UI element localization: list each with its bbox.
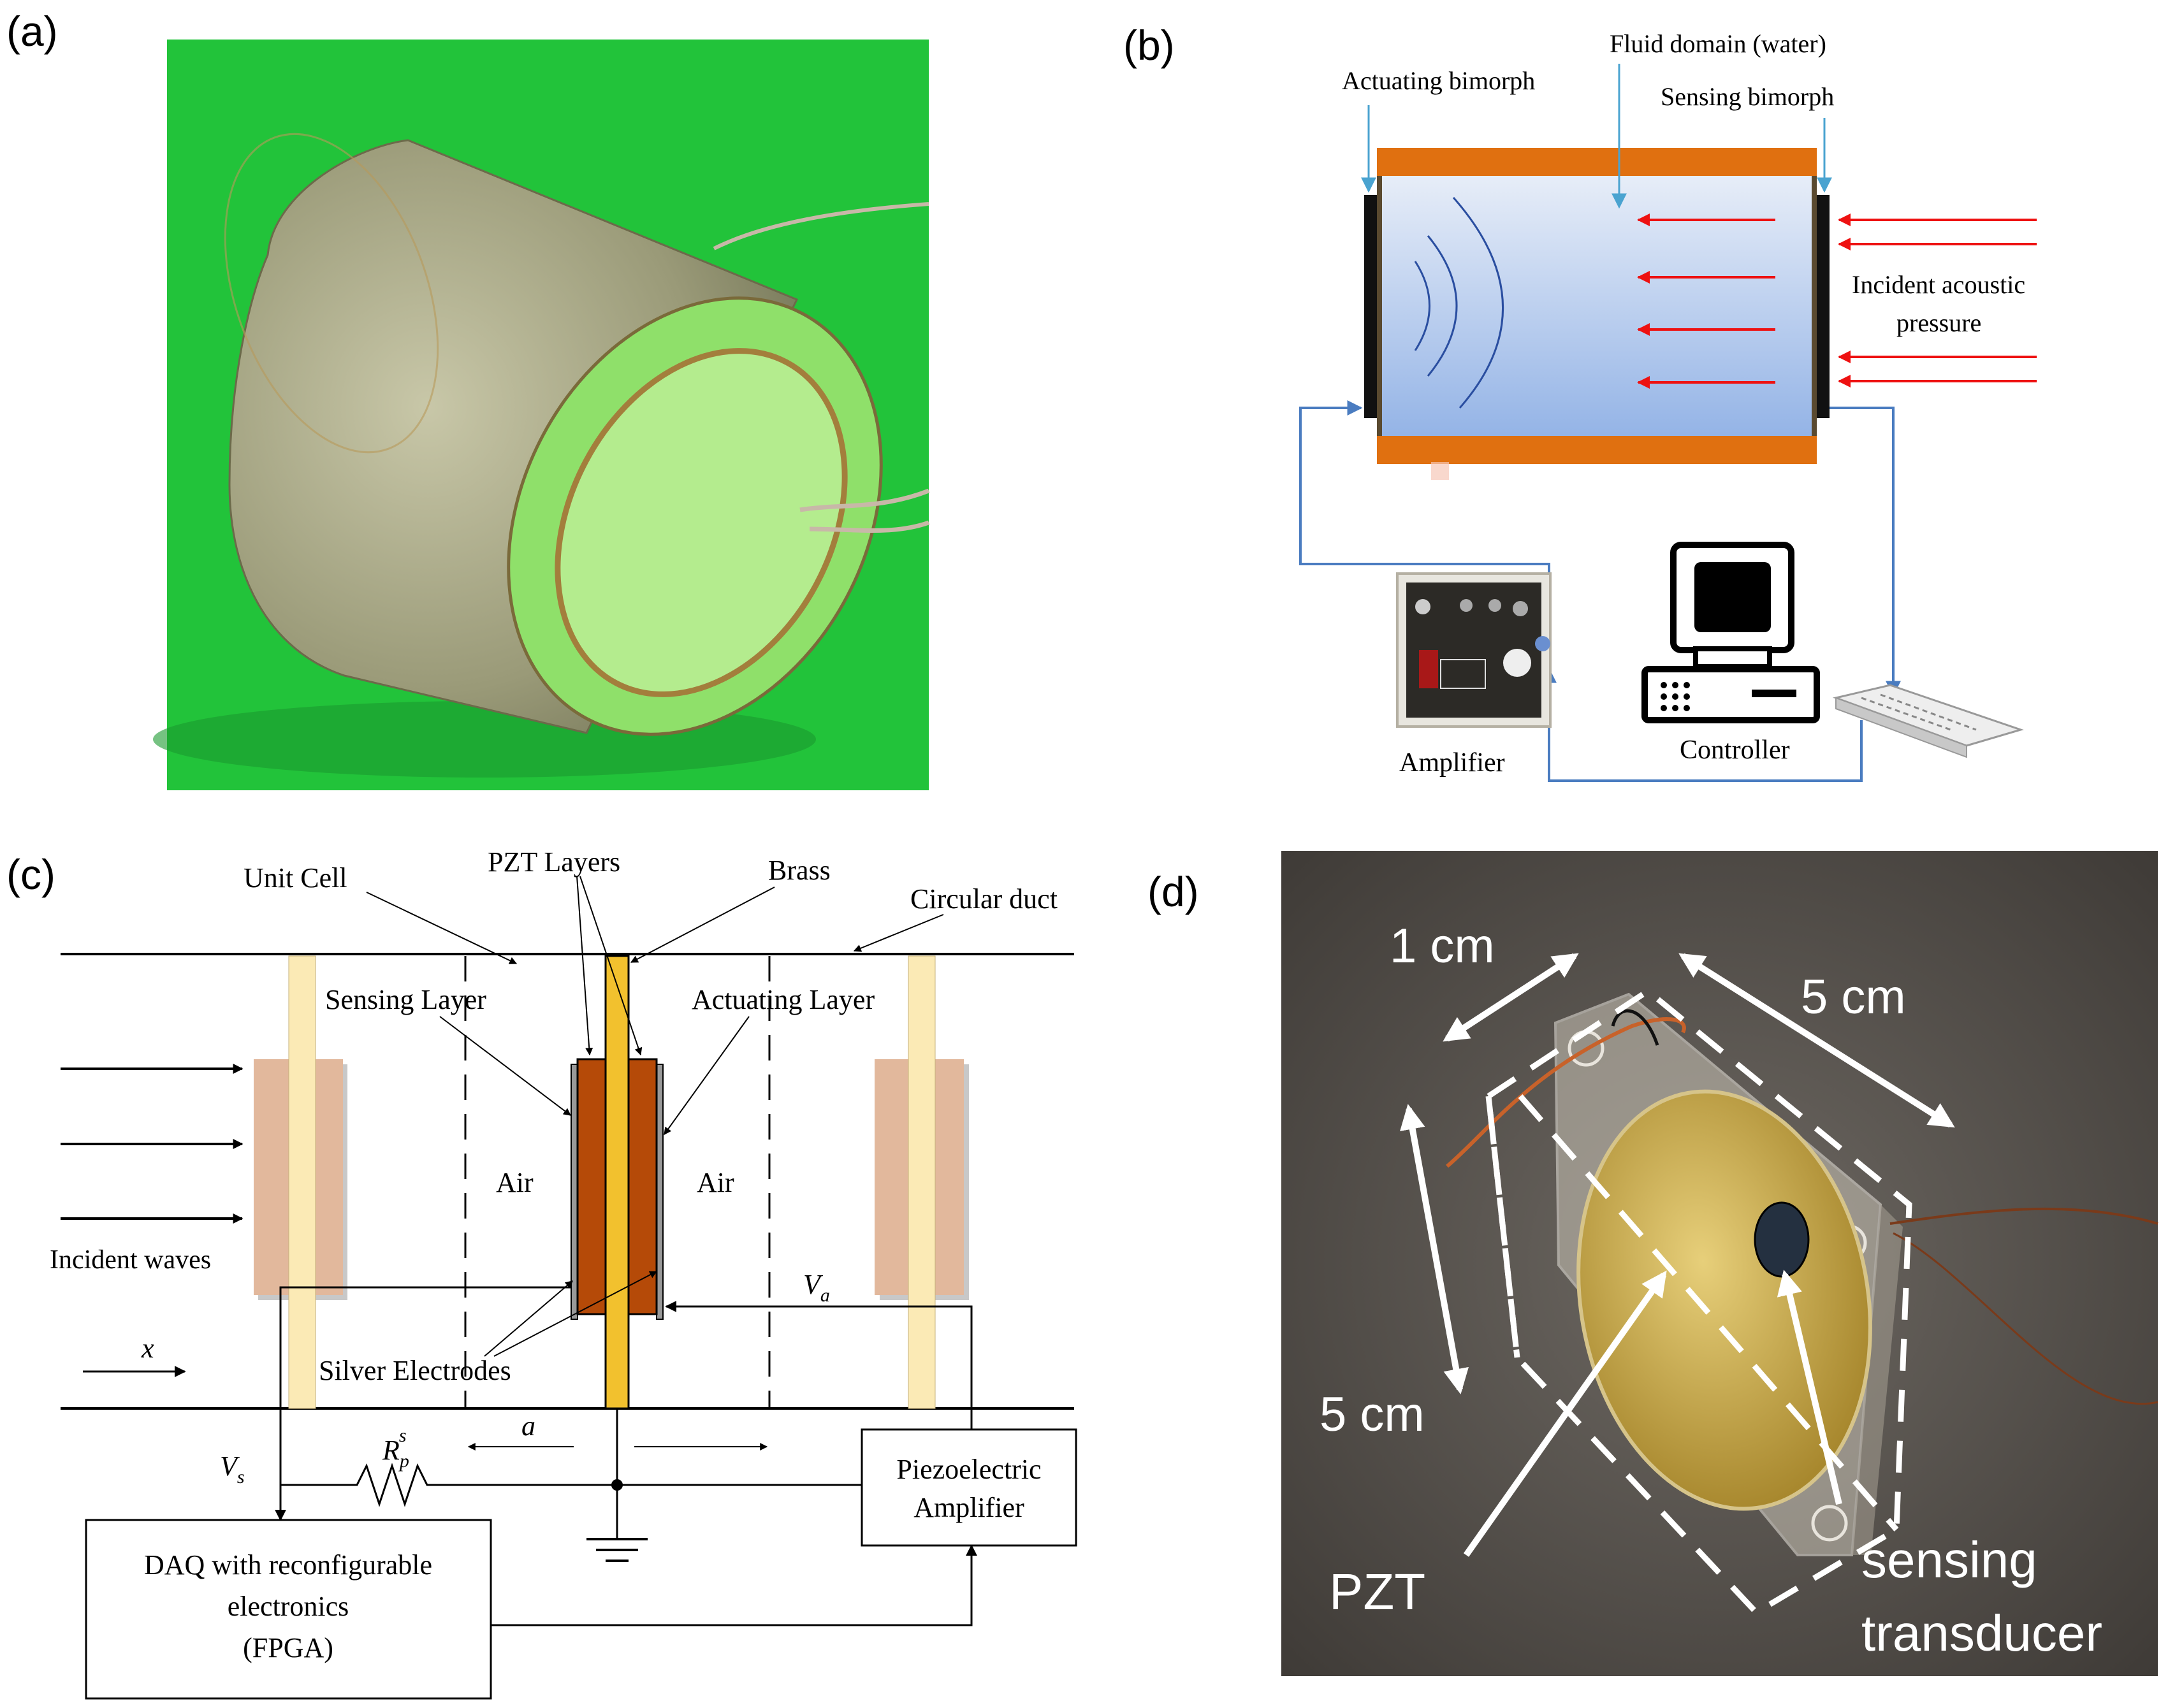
callout-brass — [630, 887, 775, 963]
sensing-bimorph-rim — [1812, 176, 1817, 436]
fluid-domain-label: Fluid domain (water) — [1610, 29, 1826, 58]
actuating-bimorph-plate — [1364, 195, 1377, 418]
label-1cm: 1 cm — [1390, 919, 1495, 973]
label-5cm-left: 5 cm — [1320, 1387, 1425, 1442]
copper-wire — [1889, 1207, 2158, 1225]
panel-b-label: (b) — [1123, 22, 1175, 69]
cylinder-back-rim — [224, 133, 439, 454]
daq-to-amp-wire — [491, 1544, 977, 1626]
rp-label: Rps — [382, 1425, 409, 1472]
fluid-domain — [1377, 172, 1817, 440]
amp-line-1: Piezoelectric — [896, 1454, 1041, 1485]
controller-label: Controller — [1680, 735, 1790, 765]
sensing-wire — [275, 1286, 571, 1521]
left-cell-brass — [288, 955, 316, 1409]
wave-1 — [1414, 261, 1430, 351]
wave-2 — [1427, 235, 1458, 377]
resistor-wire — [280, 1463, 617, 1507]
copper-wire-2 — [1893, 1232, 2158, 1405]
black-wire — [1611, 1009, 1659, 1046]
sensing-bimorph-label: Sensing bimorph — [1661, 82, 1834, 111]
unit-cell-label: Unit Cell — [244, 862, 347, 894]
x-label: x — [141, 1333, 154, 1364]
top-wall — [1377, 148, 1817, 176]
callout-electrode-2 — [493, 1271, 658, 1357]
label-5cm-top: 5 cm — [1801, 970, 1906, 1024]
panel-d-label: (d) — [1147, 868, 1199, 915]
right-cell-brass — [908, 955, 936, 1409]
acrylic-plate-edge — [1852, 1205, 1903, 1555]
circular-duct-label: Circular duct — [910, 883, 1058, 915]
brass-label: Brass — [768, 855, 831, 886]
dashed-outline-back — [1518, 1094, 1899, 1531]
actuating-bimorph-label: Actuating bimorph — [1342, 66, 1535, 95]
silver-electrodes-label: Silver Electrodes — [319, 1355, 511, 1386]
va-label: Va — [803, 1269, 830, 1306]
panel-c: (c) Incident waves x Unit Cell PZT Layer… — [6, 846, 1077, 1700]
incident-waves-label: Incident waves — [50, 1245, 211, 1275]
sensing-layer-label: Sensing Layer — [325, 984, 486, 1015]
panel-b: (b) Actuating bimorph Fluid domain (wate… — [1123, 22, 2037, 782]
incident-pressure-label-1: Incident acoustic — [1852, 270, 2025, 299]
callout-actuating-layer — [664, 1016, 750, 1135]
air-label-left: Air — [496, 1167, 534, 1198]
lead-wire — [799, 488, 930, 512]
label-transducer: transducer — [1861, 1605, 2102, 1661]
amplifier-device — [1396, 572, 1552, 728]
panel-d: (d) 1 cm 5 cm 5 cm PZT sensing transduce… — [1147, 851, 2158, 1676]
callout-sensing-layer — [439, 1016, 571, 1116]
piezoelectric-amplifier-box — [861, 1428, 1077, 1547]
arrow-sensing — [1777, 1270, 1842, 1505]
daq-box — [85, 1519, 492, 1700]
lead-wire-2 — [809, 520, 930, 533]
pzt-layers-label: PZT Layers — [488, 846, 620, 878]
daq-line-3: (FPGA) — [243, 1632, 333, 1663]
actuating-bimorph-rim — [1377, 176, 1382, 436]
dashed-outline-top — [1485, 1096, 1520, 1358]
callout-pzt-1 — [576, 876, 593, 1056]
daq-line-1: DAQ with reconfigurable — [144, 1549, 432, 1581]
sensing-bimorph-plate — [1817, 195, 1830, 418]
actuating-layer-label: Actuating Layer — [692, 984, 875, 1015]
incident-pressure-label-2: pressure — [1896, 308, 1981, 337]
actuating-wire — [665, 1301, 973, 1429]
callout-electrode-1 — [484, 1280, 573, 1357]
panel-a: (a) — [6, 8, 930, 790]
daq-line-2: electronics — [228, 1591, 349, 1622]
cylinder-inner-ring — [555, 348, 848, 697]
wave-3 — [1452, 197, 1504, 409]
actuating-pzt-layer — [627, 1058, 658, 1315]
amplifier-label: Amplifier — [1399, 748, 1505, 778]
sensing-pzt-layer — [576, 1058, 607, 1315]
brass-plate — [604, 955, 630, 1410]
plate-hole-3 — [1811, 1505, 1848, 1542]
callout-duct — [853, 914, 944, 952]
controller-computer — [1641, 542, 1820, 723]
panel-c-label: (c) — [6, 851, 55, 898]
vs-label: Vs — [220, 1451, 245, 1487]
arrow-5cm-top — [1678, 953, 1955, 1128]
amp-line-2: Amplifier — [913, 1492, 1024, 1523]
sensing-transducer-disc — [1754, 1201, 1810, 1278]
bottom-wall — [1377, 436, 1817, 464]
a-label: a — [521, 1410, 535, 1442]
arrow-pzt — [1463, 1270, 1667, 1557]
label-sensing: sensing — [1861, 1531, 2037, 1588]
arrow-5cm-left — [1400, 1104, 1469, 1394]
daq-box — [1832, 684, 2024, 758]
arrow-1cm — [1443, 953, 1579, 1042]
callout-unit-cell — [366, 892, 518, 964]
panel-a-label: (a) — [6, 8, 58, 55]
air-label-right: Air — [697, 1167, 734, 1198]
lead-wire-top — [713, 202, 929, 250]
label-pzt: PZT — [1329, 1563, 1425, 1620]
small-mark — [1431, 462, 1449, 480]
orange-wire — [1446, 1017, 1686, 1168]
wire-from-sensor — [1830, 407, 1901, 697]
callout-pzt-2 — [579, 876, 643, 1056]
